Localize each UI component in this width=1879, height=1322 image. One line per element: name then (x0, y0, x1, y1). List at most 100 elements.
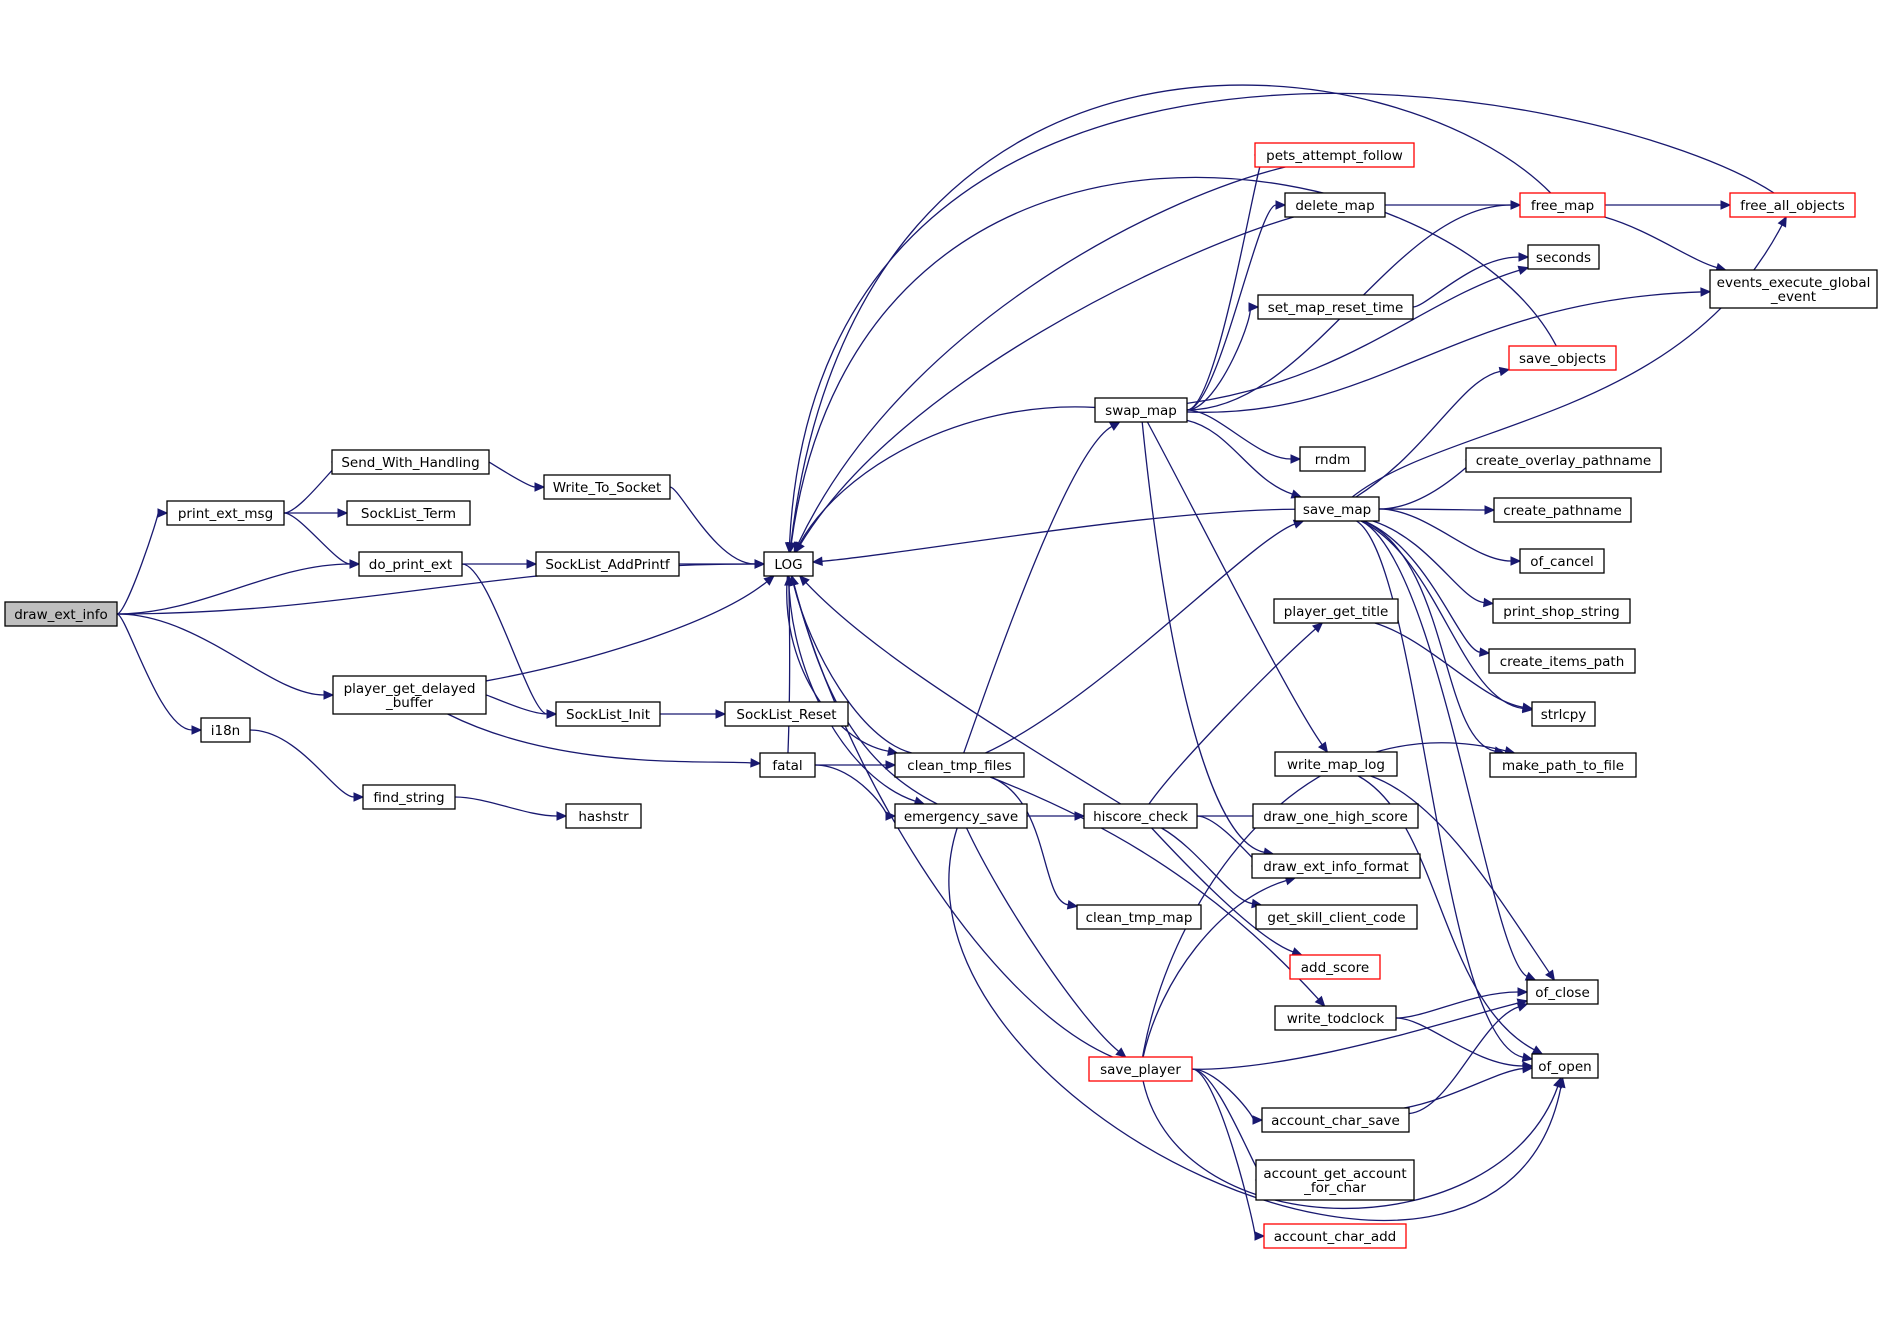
node-box-account_char_add (1263, 1223, 1407, 1249)
node-free_map[interactable]: free_map (1519, 192, 1606, 218)
node-box-write_todclock (1274, 1005, 1397, 1031)
arrowhead-save_objects-to-LOG (786, 541, 797, 554)
node-write_map_log[interactable]: write_map_log (1274, 751, 1398, 777)
node-write_todclock[interactable]: write_todclock (1274, 1005, 1397, 1031)
arrowhead-swap_map-to-events_execute_global_event (1700, 287, 1712, 297)
edge-draw_ext_info-to-print_ext_msg (116, 512, 159, 615)
arrowhead-player_get_delayed_buffer-to-SockList_Init (546, 709, 558, 719)
arrowhead-pets_attempt_follow-to-LOG (793, 541, 803, 554)
node-label-create_pathname: create_pathname (1503, 503, 1622, 519)
node-seconds[interactable]: seconds (1527, 244, 1600, 270)
node-label-account_char_add: account_char_add (1274, 1229, 1397, 1245)
node-box-strlcpy (1531, 701, 1596, 727)
node-create_pathname[interactable]: create_pathname (1493, 497, 1632, 523)
node-player_get_delayed_buffer[interactable]: player_get_delayed_buffer (332, 675, 487, 715)
arrowhead-emergency_save-to-of_open (1556, 1076, 1566, 1089)
node-Write_To_Socket[interactable]: Write_To_Socket (543, 474, 671, 500)
node-make_path_to_file[interactable]: make_path_to_file (1489, 752, 1637, 778)
edge-save_player-to-draw_ext_info_format (1142, 879, 1287, 1058)
node-box-account_get_account_for_char (1255, 1159, 1415, 1201)
edge-swap_map-to-seconds (1186, 269, 1520, 405)
node-SockList_Term[interactable]: SockList_Term (346, 500, 471, 526)
arrowhead-write_map_log-to-of_open (1531, 1045, 1544, 1055)
edge-free_all_objects-to-LOG (788, 92, 1775, 544)
edge-Write_To_Socket-to-LOG (669, 486, 756, 565)
node-of_close[interactable]: of_close (1526, 979, 1599, 1005)
node-save_player[interactable]: save_player (1088, 1056, 1193, 1082)
edge-account_char_save-to-of_close (1408, 1006, 1519, 1115)
node-account_char_save[interactable]: account_char_save (1261, 1107, 1410, 1133)
edge-swap_map-to-draw_ext_info_format (1141, 421, 1265, 853)
node-draw_one_high_score[interactable]: draw_one_high_score (1252, 803, 1419, 829)
node-set_map_reset_time[interactable]: set_map_reset_time (1257, 294, 1414, 320)
edge-save_player-to-of_close (1191, 1002, 1519, 1070)
node-label-seconds: seconds (1536, 250, 1591, 266)
node-LOG[interactable]: LOG (763, 551, 814, 577)
node-create_overlay_pathname[interactable]: create_overlay_pathname (1465, 447, 1662, 473)
node-SockList_Init[interactable]: SockList_Init (555, 701, 661, 727)
node-box-seconds (1527, 244, 1600, 270)
node-label-draw_ext_info: draw_ext_info (14, 607, 108, 623)
node-account_get_account_for_char[interactable]: account_get_account_for_char (1255, 1159, 1415, 1201)
node-save_map[interactable]: save_map (1294, 496, 1380, 522)
node-clean_tmp_files[interactable]: clean_tmp_files (894, 752, 1025, 778)
edge-save_player-to-LOG (793, 584, 1113, 1058)
node-label-free_map: free_map (1531, 198, 1594, 214)
node-of_cancel[interactable]: of_cancel (1519, 548, 1605, 574)
node-delete_map[interactable]: delete_map (1284, 192, 1386, 218)
arrowhead-find_string-to-hashstr (556, 811, 568, 821)
node-label-hashstr: hashstr (578, 809, 629, 825)
node-rndm[interactable]: rndm (1299, 446, 1366, 472)
node-free_all_objects[interactable]: free_all_objects (1729, 192, 1856, 218)
arrowhead-write_todclock-to-of_close (1517, 987, 1529, 997)
edge-write_map_log-to-of_open (1357, 775, 1535, 1051)
node-create_items_path[interactable]: create_items_path (1488, 648, 1636, 674)
node-draw_ext_info[interactable]: draw_ext_info (4, 601, 118, 627)
node-SockList_AddPrintf[interactable]: SockList_AddPrintf (535, 551, 680, 577)
node-hiscore_check[interactable]: hiscore_check (1083, 803, 1198, 829)
node-label-Write_To_Socket: Write_To_Socket (553, 480, 662, 496)
edge-swap_map-to-delete_map (1186, 204, 1277, 411)
node-emergency_save[interactable]: emergency_save (894, 803, 1028, 829)
node-label-clean_tmp_map: clean_tmp_map (1086, 910, 1193, 926)
node-label-strlcpy: strlcpy (1541, 707, 1587, 723)
arrowhead-save_map-to-save_objects (1498, 366, 1511, 377)
node-strlcpy[interactable]: strlcpy (1531, 701, 1596, 727)
node-swap_map[interactable]: swap_map (1094, 397, 1188, 423)
node-of_open[interactable]: of_open (1531, 1053, 1599, 1079)
edge-clean_tmp_files-to-write_todclock (989, 776, 1320, 1000)
node-clean_tmp_map[interactable]: clean_tmp_map (1076, 904, 1202, 930)
node-pets_attempt_follow[interactable]: pets_attempt_follow (1254, 142, 1415, 168)
arrowhead-save_map-to-print_shop_string (1483, 597, 1495, 608)
node-events_execute_global_event[interactable]: events_execute_global_event (1709, 269, 1878, 309)
arrowhead-set_map_reset_time-to-seconds (1518, 252, 1530, 262)
node-box-create_items_path (1488, 648, 1636, 674)
edge-write_todclock-to-of_open (1395, 1017, 1524, 1067)
node-box-of_cancel (1519, 548, 1605, 574)
node-do_print_ext[interactable]: do_print_ext (358, 551, 463, 577)
node-get_skill_client_code[interactable]: get_skill_client_code (1255, 904, 1418, 930)
node-label-set_map_reset_time: set_map_reset_time (1268, 300, 1404, 316)
arrowhead-player_get_delayed_buffer-to-fatal (750, 758, 762, 768)
edge-write_map_log-to-of_close (1370, 775, 1550, 973)
node-label-of_cancel: of_cancel (1530, 554, 1594, 570)
node-i18n[interactable]: i18n (200, 717, 251, 743)
node-print_ext_msg[interactable]: print_ext_msg (166, 500, 285, 526)
edge-hiscore_check-to-add_score (1151, 827, 1294, 953)
node-box-print_shop_string (1492, 598, 1631, 624)
node-player_get_title[interactable]: player_get_title (1273, 598, 1399, 624)
node-fatal[interactable]: fatal (759, 752, 816, 778)
node-draw_ext_info_format[interactable]: draw_ext_info_format (1251, 853, 1421, 879)
node-label-SockList_Init: SockList_Init (566, 707, 650, 723)
node-box-create_overlay_pathname (1465, 447, 1662, 473)
node-Send_With_Handling[interactable]: Send_With_Handling (331, 449, 490, 475)
node-SockList_Reset[interactable]: SockList_Reset (724, 701, 849, 727)
node-find_string[interactable]: find_string (362, 784, 456, 810)
node-account_char_add[interactable]: account_char_add (1263, 1223, 1407, 1249)
node-hashstr[interactable]: hashstr (565, 803, 642, 829)
node-save_objects[interactable]: save_objects (1508, 345, 1617, 371)
node-box-print_ext_msg (166, 500, 285, 526)
node-add_score[interactable]: add_score (1289, 954, 1381, 980)
node-print_shop_string[interactable]: print_shop_string (1492, 598, 1631, 624)
arrowhead-emergency_save-to-save_player (1115, 1047, 1127, 1058)
